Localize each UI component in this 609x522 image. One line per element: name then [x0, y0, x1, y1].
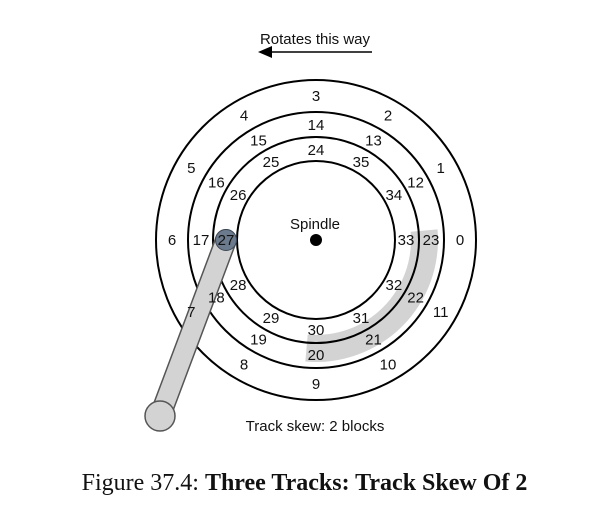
sector-label-21: 21 [365, 332, 382, 349]
spindle-icon [310, 234, 322, 246]
sector-label-25: 25 [263, 154, 280, 171]
disk-diagram: Rotates this way Spindle 012345678910111… [144, 31, 477, 435]
rotation-arrow-icon [258, 46, 372, 58]
sector-label-4: 4 [240, 107, 248, 124]
sector-label-16: 16 [208, 175, 225, 192]
arm-pivot-icon [144, 400, 176, 432]
sector-label-35: 35 [353, 154, 370, 171]
sector-label-14: 14 [308, 117, 325, 134]
sector-label-6: 6 [168, 232, 176, 249]
sector-label-33: 33 [398, 232, 415, 249]
sector-label-9: 9 [312, 376, 320, 393]
middle-inner-boundary [212, 136, 420, 344]
sector-label-3: 3 [312, 88, 320, 105]
sector-label-15: 15 [250, 132, 267, 149]
sector-label-19: 19 [250, 332, 267, 349]
sector-label-31: 31 [353, 310, 370, 327]
rotation-label: Rotates this way [260, 31, 371, 48]
sector-label-32: 32 [386, 277, 403, 294]
sector-label-24: 24 [308, 142, 325, 159]
sector-label-34: 34 [386, 187, 403, 204]
sector-label-10: 10 [380, 357, 397, 374]
sector-label-11: 11 [433, 304, 449, 321]
disk-arm-fill [150, 230, 236, 426]
sector-label-30: 30 [308, 322, 325, 339]
sector-label-18: 18 [208, 290, 225, 307]
sector-label-26: 26 [230, 187, 247, 204]
shaded-track-path [305, 229, 438, 362]
caption-title: Three Tracks: Track Skew Of 2 [204, 470, 528, 496]
track-skew-label: Track skew: 2 blocks [246, 418, 385, 435]
sector-label-8: 8 [240, 357, 248, 374]
sector-label-13: 13 [365, 132, 382, 149]
sector-label-22: 22 [407, 290, 424, 307]
sector-label-0: 0 [456, 232, 464, 249]
spindle-label: Spindle [290, 216, 340, 233]
sector-label-23: 23 [423, 232, 440, 249]
sector-label-29: 29 [263, 310, 280, 327]
sector-label-5: 5 [187, 160, 195, 177]
sector-label-12: 12 [407, 175, 424, 192]
sector-label-28: 28 [230, 277, 247, 294]
sector-label-7: 7 [187, 304, 195, 321]
sector-labels: 0123456789101112131415161718192021222324… [168, 88, 464, 393]
disk-head-icon [215, 229, 237, 251]
sector-label-20: 20 [308, 347, 325, 364]
outer-middle-boundary [187, 111, 445, 369]
sector-label-17: 17 [193, 232, 210, 249]
caption-prefix: Figure 37.4: [81, 470, 205, 496]
outer-track-edge [155, 79, 477, 401]
figure-caption: Figure 37.4: Three Tracks: Track Skew Of… [0, 470, 609, 497]
sector-label-27: 27 [218, 232, 235, 249]
sector-label-2: 2 [384, 107, 392, 124]
sector-label-1: 1 [437, 160, 445, 177]
